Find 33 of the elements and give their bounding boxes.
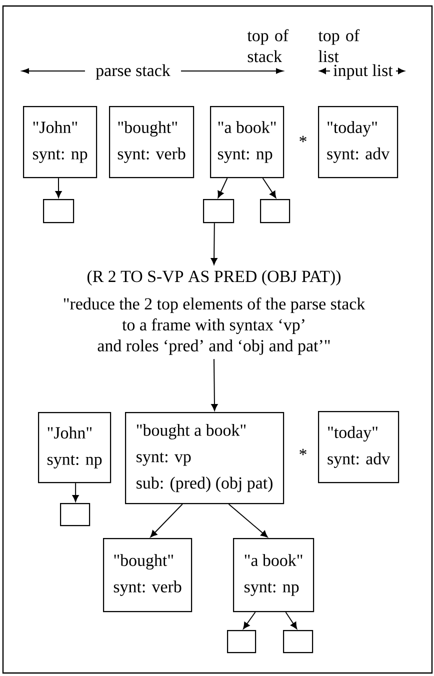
label: top of stack <box>247 29 289 62</box>
arrow <box>262 178 276 198</box>
arrow <box>218 178 228 198</box>
arrow <box>72 482 79 502</box>
empty-box <box>283 630 314 654</box>
text-box: "bought" synt: verb <box>109 106 194 178</box>
arrow <box>243 612 256 630</box>
label: parse stack <box>96 64 170 80</box>
text-box: "a book" synt: np <box>210 106 284 178</box>
empty-box <box>60 503 90 526</box>
empty-box <box>260 199 290 224</box>
asterisk: * <box>300 448 306 456</box>
text-box: "today" synt: adv <box>318 106 398 178</box>
arrow <box>150 504 183 538</box>
quote-text: "reduce the 2 top elements of the parse stack to a frame with syntax ‘vp’ and roles ‘pred’ and ‘obj and pat’" <box>64 298 366 355</box>
label: top of list <box>318 29 360 62</box>
arrow <box>55 178 62 198</box>
asterisk: * <box>300 136 306 142</box>
empty-box <box>203 199 234 224</box>
label: input list <box>333 64 393 80</box>
text-box: "a book" synt: np <box>233 538 314 612</box>
text-box: "today" synt: adv <box>318 411 400 484</box>
text-box: "John" synt: np <box>38 412 112 484</box>
empty-box <box>227 630 256 654</box>
text-box: "John" synt: np <box>23 106 98 178</box>
arrow <box>210 222 218 265</box>
arrow <box>228 504 268 538</box>
arrow <box>211 358 218 411</box>
text-box: "bought a book" synt: vp sub: (pred) (obj pat) <box>125 412 284 504</box>
empty-box <box>43 199 74 224</box>
rule-text: (R 2 TO S-VP AS PRED (OBJ PAT)) <box>87 270 341 286</box>
arrow <box>285 612 298 630</box>
text-box: "bought" synt: verb <box>103 538 192 612</box>
